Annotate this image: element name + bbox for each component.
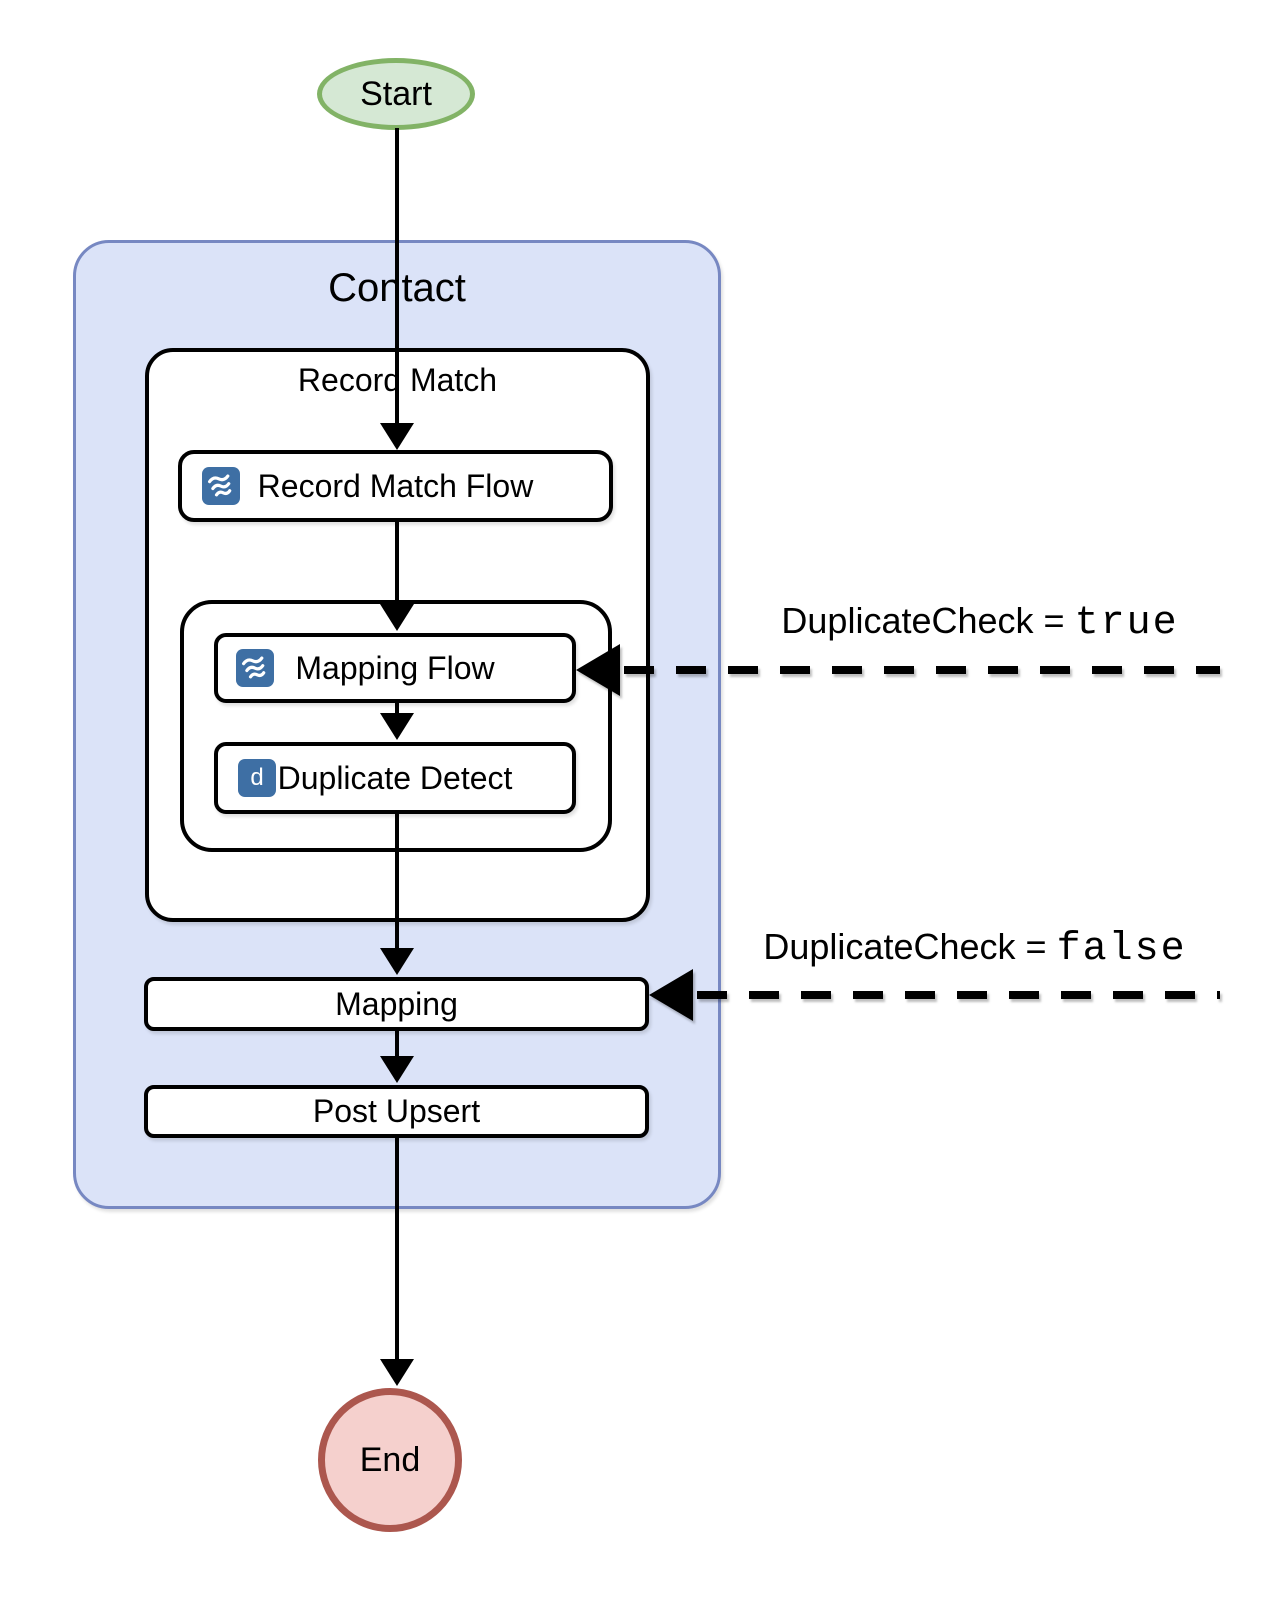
- arrowhead-duplicate-detect: [380, 713, 414, 740]
- duplicate-check-true-value: true: [1074, 601, 1179, 646]
- dashed-connector-false: [697, 991, 1220, 999]
- start-label: Start: [360, 74, 432, 113]
- connector-start-to-record-match-flow: [395, 128, 399, 425]
- duplicate-check-false-label: DuplicateCheck = false: [735, 926, 1215, 972]
- connector-record-match-flow-to-mapping-flow: [395, 522, 399, 606]
- arrowhead-record-match-flow: [380, 423, 414, 450]
- arrowhead-post-upsert: [380, 1056, 414, 1083]
- duplicate-detect-icon-letter: d: [250, 764, 264, 791]
- start-node[interactable]: Start: [317, 58, 475, 130]
- mapping-node[interactable]: Mapping: [144, 977, 649, 1031]
- arrowhead-end: [380, 1359, 414, 1386]
- arrowhead-true-to-mapping-flow: [576, 644, 620, 696]
- duplicate-check-true-condition: DuplicateCheck =: [781, 600, 1065, 641]
- arrowhead-mapping-flow: [380, 604, 414, 631]
- flow-icon: [202, 467, 240, 505]
- mapping-flow-node[interactable]: Mapping Flow: [214, 633, 576, 703]
- flow-icon: [236, 649, 274, 687]
- record-match-flow-label: Record Match Flow: [257, 467, 534, 504]
- arrowhead-mapping: [380, 948, 414, 975]
- connector-mapping-flow-to-duplicate-detect: [395, 703, 399, 715]
- post-upsert-node[interactable]: Post Upsert: [144, 1085, 649, 1138]
- end-label: End: [359, 1440, 421, 1479]
- post-upsert-label: Post Upsert: [312, 1093, 481, 1129]
- duplicate-detect-label: Duplicate Detect: [277, 759, 513, 796]
- end-node[interactable]: End: [318, 1388, 462, 1532]
- arrowhead-false-to-mapping: [649, 969, 693, 1021]
- record-match-flow-node[interactable]: Record Match Flow: [178, 450, 613, 522]
- duplicate-check-true-label: DuplicateCheck = true: [745, 600, 1215, 646]
- connector-mapping-to-post-upsert: [395, 1031, 399, 1058]
- mapping-flow-label: Mapping Flow: [295, 649, 495, 686]
- duplicate-detect-icon: d: [238, 759, 276, 797]
- connector-post-upsert-to-end: [395, 1138, 399, 1361]
- connector-duplicate-detect-to-mapping: [395, 814, 399, 950]
- mapping-label: Mapping: [335, 985, 458, 1022]
- duplicate-check-false-condition: DuplicateCheck =: [763, 926, 1047, 967]
- duplicate-detect-node[interactable]: d Duplicate Detect: [214, 742, 576, 814]
- dashed-connector-true: [624, 666, 1220, 674]
- duplicate-check-false-value: false: [1056, 927, 1187, 972]
